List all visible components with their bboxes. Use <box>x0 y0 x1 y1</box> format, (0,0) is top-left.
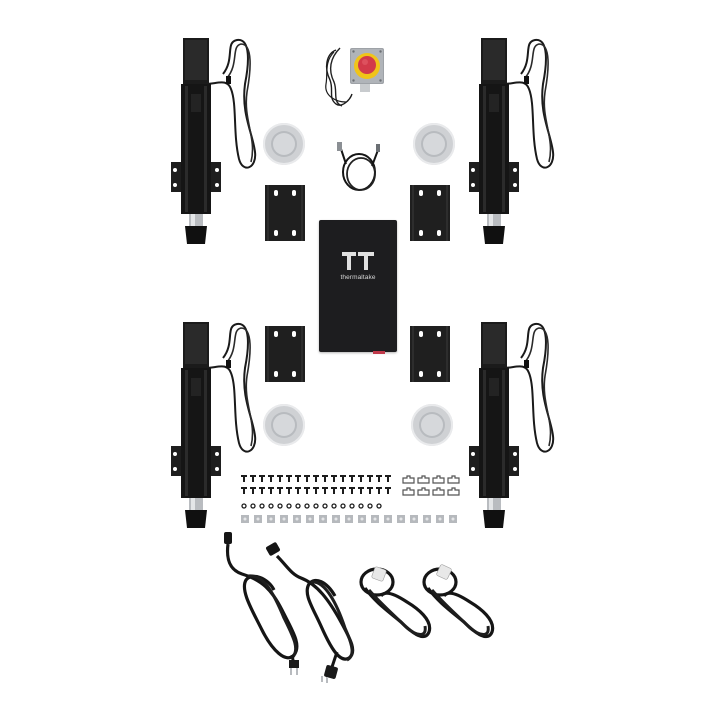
metal-disc-top-left <box>261 121 307 167</box>
brand-text: thermaltake <box>340 274 376 281</box>
actuator-bottom-right <box>463 318 563 530</box>
emergency-stop-switch <box>322 44 388 110</box>
thermaltake-logo-icon <box>342 252 374 270</box>
mounting-bracket-top-left <box>265 185 305 241</box>
mounting-bracket-bottom-left <box>265 326 305 382</box>
metal-disc-top-right <box>411 121 457 167</box>
actuator-top-left <box>165 34 265 246</box>
mounting-bracket-bottom-right <box>410 326 450 382</box>
usb-cable <box>334 140 384 200</box>
actuator-bottom-left <box>165 318 265 530</box>
power-cord-us <box>212 530 312 685</box>
power-cord-uk-1 <box>355 562 435 647</box>
screw-hardware-set <box>241 475 461 530</box>
status-indicator <box>373 351 385 354</box>
control-box: thermaltake <box>319 220 397 354</box>
power-cord-eu <box>265 540 365 685</box>
mounting-bracket-top-right <box>410 185 450 241</box>
metal-disc-bottom-left <box>261 402 307 448</box>
metal-disc-bottom-right <box>409 402 455 448</box>
actuator-top-right <box>463 34 563 246</box>
power-cord-uk-2 <box>418 562 498 647</box>
